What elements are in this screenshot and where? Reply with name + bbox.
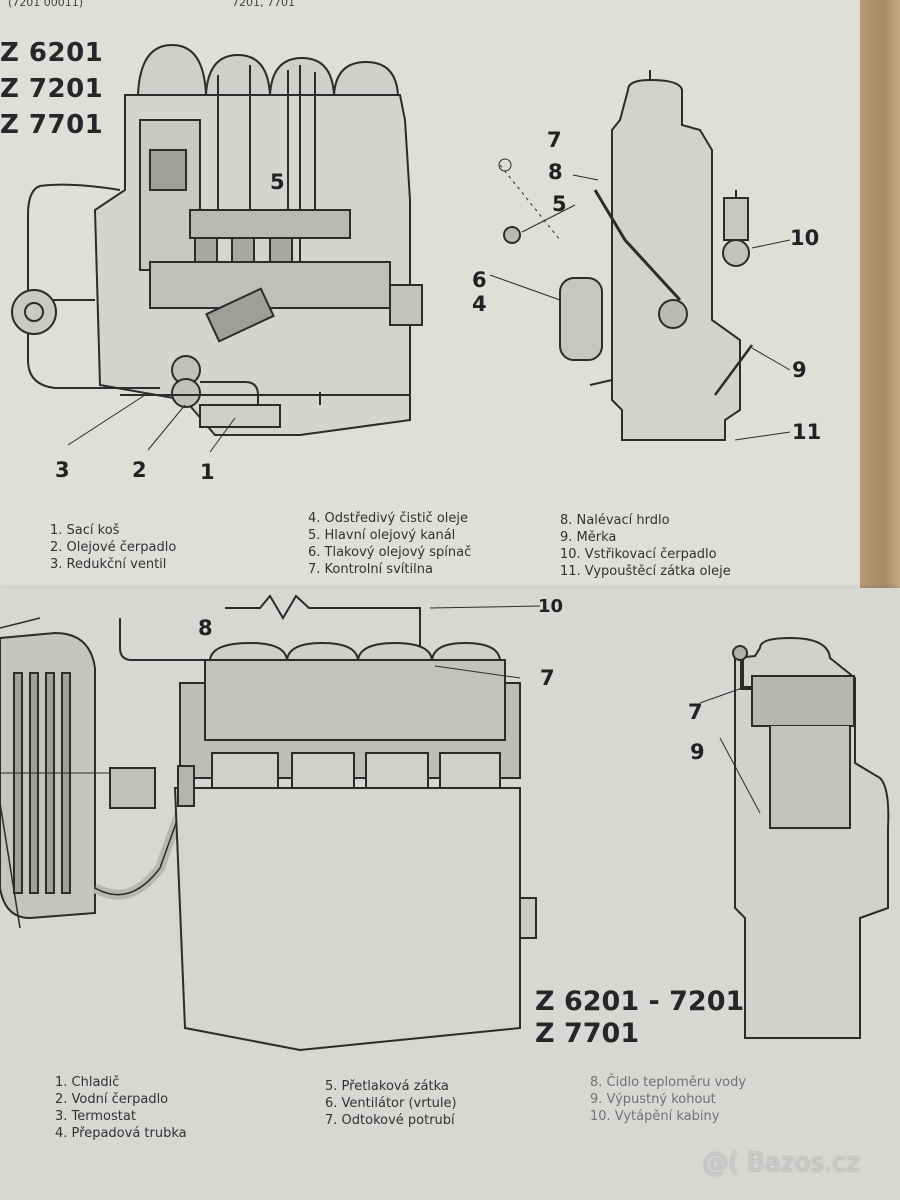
- legend-item: 1. Chladič: [55, 1075, 120, 1090]
- model-label-1: Z 6201: [0, 38, 104, 68]
- legend-top-col2: 4. Odstředivý čistič oleje 5. Hlavní ole…: [308, 510, 471, 578]
- header-code: (7201 00011): [8, 0, 84, 9]
- legend-top-col1: 1. Sací koš 2. Olejové čerpadlo 3. Reduk…: [50, 522, 176, 573]
- callout-4: 4: [472, 292, 487, 316]
- legend-item: 5. Hlavní olejový kanál: [308, 528, 456, 543]
- watermark: @( Bazos.cz: [702, 1148, 861, 1178]
- callout-11: 11: [792, 420, 822, 444]
- header-right: 7201, 7701: [232, 0, 295, 9]
- callout-5-main: 5: [270, 170, 285, 194]
- legend-item: 8. Čidlo teploměru vody: [590, 1075, 747, 1090]
- legend-item: 3. Termostat: [55, 1109, 136, 1124]
- callout-8-bottom: 8: [198, 616, 213, 640]
- callout-10-bottom: 10: [538, 596, 564, 617]
- callout-6: 6: [472, 268, 487, 292]
- legend-item: 3. Redukční ventil: [50, 557, 167, 572]
- callout-9-bottom: 9: [690, 740, 705, 764]
- model-label-bottom-2: Z 7701: [535, 1018, 640, 1049]
- legend-item: 8. Nalévací hrdlo: [560, 513, 670, 528]
- legend-item: 9. Výpustný kohout: [590, 1092, 716, 1107]
- callout-1: 1: [200, 460, 215, 484]
- callout-3: 3: [55, 458, 70, 482]
- legend-bottom-col3: 8. Čidlo teploměru vody 9. Výpustný koho…: [590, 1074, 746, 1125]
- legend-item: 6. Tlakový olejový spínač: [308, 545, 472, 560]
- legend-item: 10. Vytápění kabiny: [590, 1109, 720, 1124]
- legend-item: 6. Ventilátor (vrtule): [325, 1096, 457, 1111]
- legend-item: 2. Olejové čerpadlo: [50, 540, 177, 555]
- model-label-3: Z 7701: [0, 110, 104, 140]
- cooling-diagram: [0, 594, 890, 1052]
- legend-top-col3: 8. Nalévací hrdlo 9. Měrka 10. Vstřikova…: [560, 512, 731, 580]
- legend-bottom-col2: 5. Přetlaková zátka 6. Ventilátor (vrtul…: [325, 1078, 457, 1129]
- model-label-2: Z 7201: [0, 74, 104, 104]
- legend-item: 1. Sací koš: [50, 523, 120, 538]
- legend-item: 4. Odstředivý čistič oleje: [308, 511, 469, 526]
- callout-9: 9: [792, 358, 807, 382]
- callout-2: 2: [132, 458, 147, 482]
- legend-item: 10. Vstřikovací čerpadlo: [560, 547, 717, 562]
- callout-5-side: 5: [552, 192, 567, 216]
- legend-bottom-col1: 1. Chladič 2. Vodní čerpadlo 3. Termosta…: [55, 1074, 187, 1142]
- legend-item: 5. Přetlaková zátka: [325, 1079, 449, 1094]
- wood-background: [860, 0, 900, 600]
- legend-item: 7. Kontrolní svítilna: [308, 562, 433, 577]
- lubrication-diagram: [11, 43, 791, 453]
- callout-7-bottom-side: 7: [688, 700, 703, 724]
- callout-7: 7: [547, 128, 562, 152]
- legend-item: 2. Vodní čerpadlo: [55, 1092, 169, 1107]
- legend-item: 4. Přepadová trubka: [55, 1126, 187, 1141]
- callout-10: 10: [790, 226, 820, 250]
- callout-8: 8: [548, 160, 563, 184]
- callout-7-bottom-main: 7: [540, 666, 555, 690]
- model-label-bottom-1: Z 6201 - 7201: [535, 986, 745, 1017]
- legend-item: 11. Vypouštěcí zátka oleje: [560, 564, 731, 579]
- bottom-page: 8 7 10 7 9 Z 6201 - 7201 Z 7701 1. Chlad…: [0, 588, 900, 1200]
- legend-item: 7. Odtokové potrubí: [325, 1113, 455, 1128]
- top-page: (7201 00011) 7201, 7701 Z 6201 Z 7201 Z …: [0, 0, 878, 596]
- legend-item: 9. Měrka: [560, 530, 617, 545]
